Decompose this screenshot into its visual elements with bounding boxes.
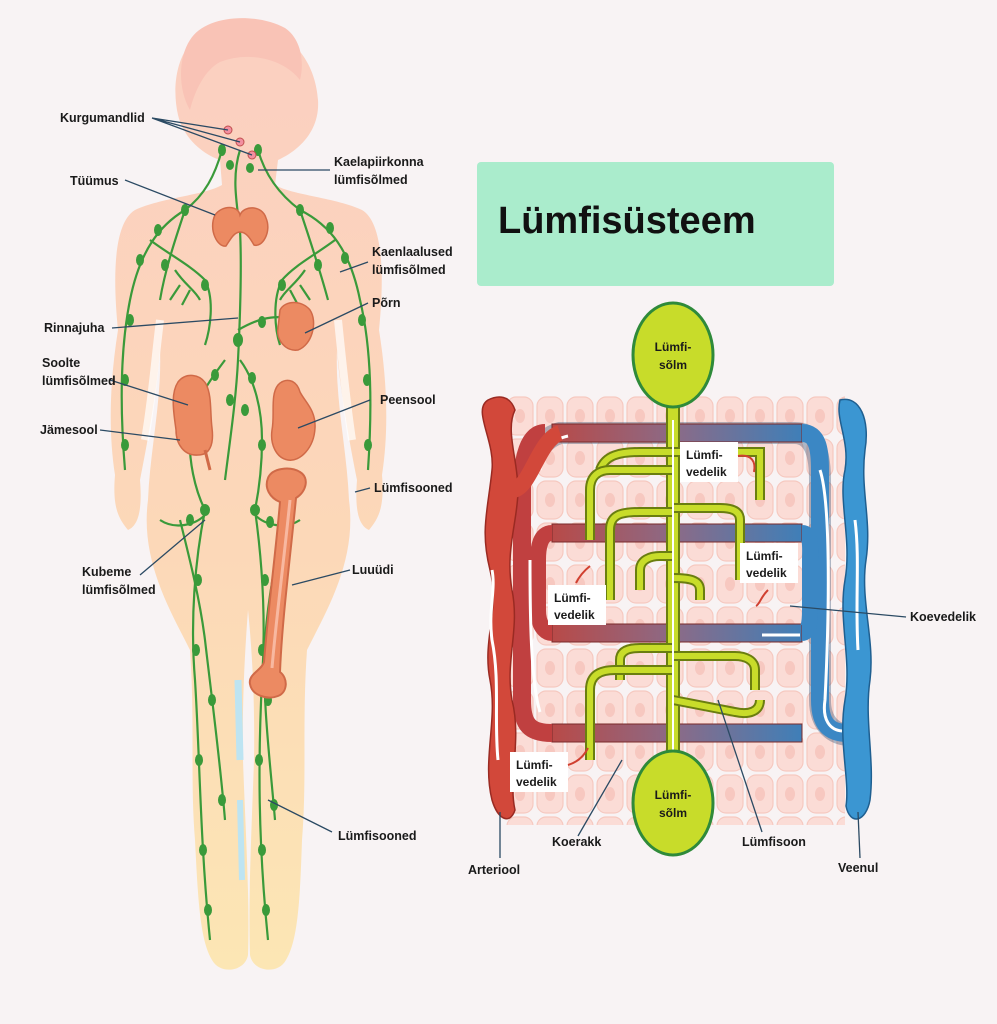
- venule-flow: [853, 519, 860, 651]
- label-tonsils: Kurgumandlid: [60, 111, 145, 125]
- large-intestine-tail: [203, 449, 212, 471]
- label-fluid-c-1: Lümfi-: [554, 591, 591, 605]
- label-node-top-2: sõlm: [659, 358, 687, 372]
- venule: [838, 398, 873, 820]
- label-small-intestine: Peensool: [380, 393, 436, 407]
- label-intestinal-nodes-2: lümfisõlmed: [42, 374, 116, 388]
- label-thymus: Tüümus: [70, 174, 119, 188]
- arteriole-branch: [509, 425, 564, 498]
- label-inguinal-nodes-1: Kubeme: [82, 565, 131, 579]
- label-lymph-vessel: Lümfisoon: [742, 835, 806, 849]
- lymph-nodes: [121, 144, 372, 916]
- capillary-detail: Lümfi- sõlm Lümfi- sõlm Lümfi- vedelik L…: [468, 301, 976, 877]
- fluid-label-b: Lümfi- vedelik: [740, 543, 798, 607]
- label-fluid-c-2: vedelik: [554, 608, 595, 622]
- arm-highlight-right: [334, 319, 356, 441]
- large-intestine: [172, 374, 214, 456]
- label-axillary-nodes-2: lümfisõlmed: [372, 263, 446, 277]
- label-node-bottom-2: sõlm: [659, 806, 687, 820]
- thymus: [211, 206, 269, 247]
- hair: [181, 18, 302, 110]
- label-fluid-a-1: Lümfi-: [686, 448, 723, 462]
- body-leader-lines: [99, 117, 371, 833]
- label-inguinal-nodes-2: lümfisõlmed: [82, 583, 156, 597]
- label-lymph-vessels-upper: Lümfisooned: [374, 481, 452, 495]
- arteriole-flow: [489, 569, 500, 761]
- lymph-node-bottom: Lümfi- sõlm: [631, 749, 715, 857]
- label-venule: Veenul: [838, 861, 878, 875]
- label-axillary-nodes-1: Kaenlaalused: [372, 245, 453, 259]
- fluid-label-d: Lümfi- vedelik: [510, 747, 589, 792]
- label-spleen: Põrn: [372, 296, 400, 310]
- label-fluid-b-2: vedelik: [746, 566, 787, 580]
- label-node-top-1: Lümfi-: [655, 340, 692, 354]
- label-lymph-vessels-lower: Lümfisooned: [338, 829, 416, 843]
- fluid-label-c: Lümfi- vedelik: [548, 565, 606, 625]
- lymph-node-top: Lümfi- sõlm: [631, 301, 715, 409]
- fluid-label-a: Lümfi- vedelik: [680, 442, 756, 482]
- label-bone-marrow: Luuüdi: [352, 563, 394, 577]
- femur: [248, 467, 307, 699]
- label-cervical-nodes-1: Kaelapiirkonna: [334, 155, 425, 169]
- spleen: [277, 301, 315, 351]
- leg-highlight-left: [234, 679, 244, 761]
- label-tissue-cell: Koerakk: [552, 835, 601, 849]
- label-large-intestine: Jämesool: [40, 423, 98, 437]
- title-box: Lümfisüsteem: [477, 162, 834, 286]
- small-intestine: [270, 379, 316, 461]
- femur-marrow: [270, 499, 292, 669]
- lymph-capillaries: [585, 400, 765, 770]
- label-node-bottom-1: Lümfi-: [655, 788, 692, 802]
- arm-highlight-left: [141, 319, 164, 441]
- body-figure: [110, 18, 387, 970]
- label-cervical-nodes-2: lümfisõlmed: [334, 173, 408, 187]
- label-intestinal-nodes-1: Soolte: [42, 356, 80, 370]
- detail-leader-lines: [499, 605, 907, 859]
- leg-highlight-right: [237, 799, 245, 881]
- label-tissue-fluid: Koevedelik: [910, 610, 976, 624]
- label-arteriole: Arteriool: [468, 863, 520, 877]
- label-fluid-a-2: vedelik: [686, 465, 727, 479]
- label-fluid-d-2: vedelik: [516, 775, 557, 789]
- label-thoracic-duct: Rinnajuha: [44, 321, 105, 335]
- label-fluid-b-1: Lümfi-: [746, 549, 783, 563]
- body-labels: Kurgumandlid Kaelapiirkonna lümfisõlmed …: [40, 111, 453, 843]
- page-title: Lümfisüsteem: [498, 200, 756, 242]
- label-fluid-d-1: Lümfi-: [516, 758, 553, 772]
